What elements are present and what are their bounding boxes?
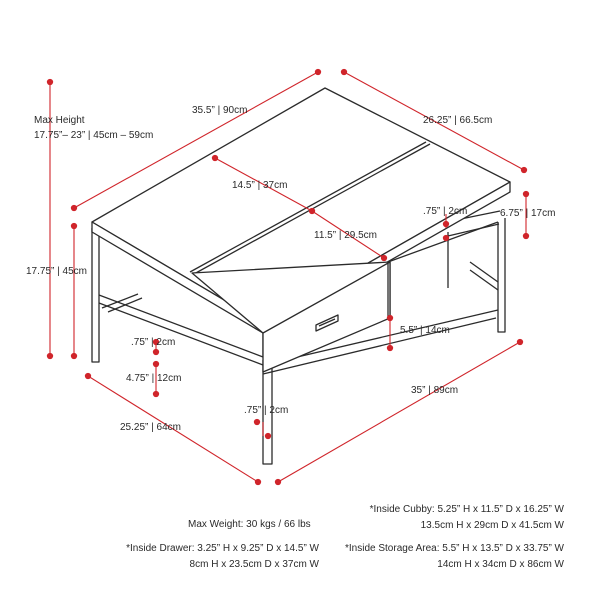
lift-lid-seam bbox=[189, 141, 427, 273]
dimension-lines bbox=[46, 68, 530, 486]
label-cubby-height: 6.75” | 17cm bbox=[500, 208, 555, 219]
label-overall-height: 17.75” | 45cm bbox=[26, 266, 87, 277]
label-base-leg: .75” | 2cm bbox=[244, 405, 288, 416]
cubby-spec-line2: 13.5cm H x 29cm D x 41.5cm W bbox=[420, 520, 564, 531]
label-lid-depth: 11.5” | 29.5cm bbox=[314, 230, 377, 241]
label-top-length: 35.5” | 90cm bbox=[192, 105, 247, 116]
max-weight-spec: Max Weight: 30 kgs / 66 lbs bbox=[188, 519, 311, 530]
label-shelf-height: 4.75” | 12cm bbox=[126, 373, 181, 384]
max-height-value: 17.75”– 23” | 45cm – 59cm bbox=[34, 130, 153, 141]
drawer-spec-line1: *Inside Drawer: 3.25” H x 9.25” D x 14.5… bbox=[126, 543, 319, 554]
label-top-depth: 26.25” | 66.5cm bbox=[423, 115, 492, 126]
label-lid-width: 14.5” | 37cm bbox=[232, 180, 287, 191]
table-illustration bbox=[91, 87, 511, 465]
label-storage-clearance: 5.5” | 14cm bbox=[400, 325, 450, 336]
label-base-depth: 25.25” | 64cm bbox=[120, 422, 181, 433]
drawer-handle-icon bbox=[315, 314, 339, 332]
dimension-labels: Max Height 17.75”– 23” | 45cm – 59cm 35.… bbox=[26, 105, 555, 433]
label-shelf-thickness: .75” | 2cm bbox=[423, 206, 467, 217]
storage-spec-line2: 14cm H x 34cm D x 86cm W bbox=[437, 559, 564, 570]
label-base-length: 35” | 89cm bbox=[411, 385, 458, 396]
label-leg-thickness: .75” | 2cm bbox=[131, 337, 175, 348]
cubby-spec-line1: *Inside Cubby: 5.25” H x 11.5” D x 16.25… bbox=[369, 504, 564, 515]
drawer-spec-line2: 8cm H x 23.5cm D x 37cm W bbox=[189, 559, 319, 570]
storage-spec-line1: *Inside Storage Area: 5.5” H x 13.5” D x… bbox=[345, 543, 564, 554]
max-height-title: Max Height bbox=[34, 115, 85, 126]
